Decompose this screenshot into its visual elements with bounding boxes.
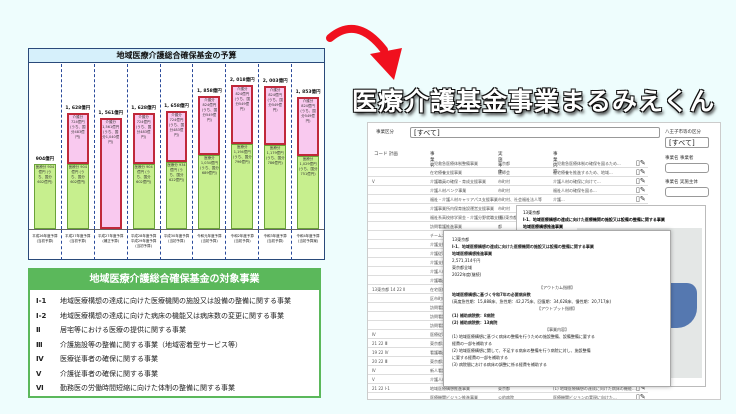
- row-action-icons[interactable]: ▯✎: [636, 186, 646, 194]
- bar-column: 介護分 824億円 (うち、国分549億円)医療分 1,034億円 (うち、国分…: [193, 64, 227, 229]
- bar-segment-iryo: 医療分 934億円 (うち、国分622億円): [165, 162, 188, 229]
- bar-column: 介護分 1,561億円 (うち、国分1,040億円)1, 561億円: [95, 64, 128, 229]
- x-axis-label: 令和4年度予算(当初予算案): [296, 234, 320, 243]
- bar-total-label: 1, 853億円: [295, 89, 321, 95]
- x-axis-label: 令和元年度予算(当初予算): [193, 230, 227, 260]
- implementer-input[interactable]: [665, 187, 709, 197]
- field2-label: 事業名 実施主体: [665, 180, 698, 185]
- bar: 介護分 824億円 (うち、国分549億円)医療分 1,029億円 (うち、国分…: [297, 96, 320, 229]
- headline-title: 医療介護基金事業まるみえくん: [352, 87, 716, 116]
- bar-segment-iryo: 医療分 1,034億円 (うち、国分689億円): [198, 155, 221, 229]
- table-row[interactable]: 介護人材バンク事業市町村福祉人材の確保を図る...▯✎: [368, 186, 648, 195]
- bar-segment-kaigo: 介護分 724億円 (うち、国分483億円): [66, 112, 89, 165]
- bar-column: 介護分 824億円 (うち、国分549億円)医療分 1,179億円 (うち、国分…: [259, 64, 293, 229]
- bar-column: 介護分 724億円 (うち、国分483億円)医療分 934億円 (うち、国分62…: [161, 64, 194, 229]
- bar-segment-iryo: 医療分 904億円 (うち、国分602億円): [132, 164, 155, 229]
- bar-column: 介護分 824億円 (うち、国分549億円)医療分 1,029億円 (うち、国分…: [292, 64, 324, 229]
- bar: 介護分 824億円 (うち、国分549億円)医療分 1,194億円 (うち、国分…: [231, 84, 254, 229]
- target-projects-title: 地域医療介護総合確保基金の対象事業: [30, 270, 319, 290]
- app-screenshot: 事業区分 [すべて] 八王子市等の区分 [すべて] 事業名 事業者 事業名 実施…: [367, 122, 721, 400]
- bar-total-label: 1, 628億円: [131, 105, 157, 111]
- bar: 介護分 724億円 (うち、国分483億円)医療分 904億円 (うち、国分60…: [66, 112, 89, 229]
- table-row[interactable]: 福祉・介護人材キャリアパス支援事業市町村、社会福祉法人等介護...▯✎: [368, 195, 648, 204]
- filter-label: 事業区分: [376, 130, 394, 135]
- bar-segment-iryo: 医療分 904億円 (うち、国分602億円): [66, 164, 89, 229]
- x-axis-label: 平成30年度予算(当初予算): [161, 230, 194, 260]
- bar: 介護分 724億円 (うち、国分483億円)医療分 904億円 (うち、国分60…: [132, 112, 155, 229]
- table-row[interactable]: 在宅療養支援事業医師会在宅療養を推進するため、地域...▯✎: [368, 168, 648, 177]
- bar-segment-iryo: 医療分 1,179億円 (うち、国分786億円): [264, 144, 287, 229]
- bar-total-label: 1, 628億円: [65, 105, 91, 111]
- x-axis-label: 平成27年度予算(補正予算): [95, 230, 128, 260]
- bar: 医療分 904億円 (うち、国分602億円): [34, 164, 56, 229]
- bar-total-label: 904億円: [35, 157, 55, 163]
- bar-segment-kaigo: 介護分 824億円 (うち、国分549億円): [231, 84, 254, 144]
- x-axis-label: 令和3年度予算(当初予算): [259, 230, 293, 260]
- bar: 介護分 724億円 (うち、国分483億円)医療分 934億円 (うち、国分62…: [165, 110, 188, 229]
- bar: 介護分 824億円 (うち、国分549億円)医療分 1,179億円 (うち、国分…: [264, 85, 287, 229]
- bar-total-label: 2, 018億円: [229, 77, 255, 83]
- budget-chart: 地域医療介護総合確保基金の予算 医療分 904億円 (うち、国分602億円)90…: [28, 48, 325, 260]
- bar-segment-iryo: 医療分 1,029億円 (うち、国分751億円): [297, 155, 320, 229]
- area-select[interactable]: [すべて]: [665, 137, 709, 148]
- bar-segment-iryo: 医療分 904億円 (うち、国分602億円): [34, 164, 56, 229]
- chart-title: 地域医療介護総合確保基金の予算: [29, 49, 324, 63]
- curved-arrow-icon: [326, 25, 402, 80]
- bar: 介護分 1,561億円 (うち、国分1,040億円): [99, 117, 122, 229]
- business-name-input[interactable]: [665, 163, 709, 173]
- row-action-icons[interactable]: ▯✎: [636, 177, 646, 185]
- row-action-icons[interactable]: ▯✎: [636, 384, 646, 392]
- bar-total-label: 1, 561億円: [98, 110, 124, 116]
- bar: 介護分 824億円 (うち、国分549億円)医療分 1,034億円 (うち、国分…: [198, 96, 221, 229]
- row-action-icons[interactable]: ▯✎: [636, 168, 646, 176]
- side-filter-label: 八王子市等の区分: [665, 130, 701, 135]
- bar-segment-kaigo: 介護分 1,561億円 (うち、国分1,040億円): [99, 117, 122, 229]
- table-row[interactable]: 小児救急医療体制整備事業東京都小児救急医療体制の確保を図るため...▯✎: [368, 159, 648, 168]
- table-row[interactable]: 医療機関ビジョン推進事業公的病院医療機関ビジョンの実現に向けた...▯✎: [368, 393, 648, 400]
- bar-area: 医療分 904億円 (うち、国分602億円)904億円介護分 724億円 (うち…: [29, 64, 324, 229]
- row-action-icons[interactable]: ▯✎: [636, 393, 646, 400]
- x-axis-label: 平成26年度予算(当初予算): [29, 230, 62, 260]
- field1-label: 事業名 事業者: [665, 156, 694, 161]
- bar-total-label: 2, 003億円: [262, 78, 288, 84]
- bar-column: 医療分 904億円 (うち、国分602億円)904億円: [29, 64, 62, 229]
- x-axis-label: 平成27年度予算(当初予算): [62, 230, 95, 260]
- bar-column: 介護分 724億円 (うち、国分483億円)医療分 904億円 (うち、国分60…: [62, 64, 95, 229]
- bar-segment-kaigo: 介護分 824億円 (うち、国分549億円): [198, 96, 221, 156]
- x-axis-labels: 平成26年度予算(当初予算)平成27年度予算(当初予算)平成27年度予算(補正予…: [29, 229, 324, 260]
- bar-segment-kaigo: 介護分 824億円 (うち、国分549億円): [264, 85, 287, 145]
- bar-column: 介護分 724億円 (うち、国分483億円)医療分 904億円 (うち、国分60…: [128, 64, 161, 229]
- category-select[interactable]: [すべて]: [410, 127, 660, 138]
- detail-popup: 13東京都 Ⅰ-1．地域医療構想の達成に向けた医療機関の施設又は設備の整備に関す…: [443, 230, 671, 387]
- bar-column: 介護分 824億円 (うち、国分549億円)医療分 1,194億円 (うち、国分…: [226, 64, 260, 229]
- x-axis-label: 平成28年度予算平成29年度予算(当初予算): [128, 230, 161, 260]
- x-axis-label: 令和2年度予算(当初予算): [226, 230, 260, 260]
- row-action-icons[interactable]: ▯✎: [636, 195, 646, 203]
- bar-segment-kaigo: 介護分 724億円 (うち、国分483億円): [132, 112, 155, 165]
- bar-segment-iryo: 医療分 1,194億円 (うち、国分796億円): [231, 143, 254, 229]
- bar-total-label: 1, 858億円: [196, 89, 222, 95]
- bar-total-label: 1, 658億円: [164, 103, 189, 109]
- bar-segment-kaigo: 介護分 724億円 (うち、国分483億円): [165, 110, 188, 163]
- bar-segment-kaigo: 介護分 824億円 (うち、国分549億円): [297, 96, 320, 156]
- row-action-icons[interactable]: ▯✎: [636, 159, 646, 167]
